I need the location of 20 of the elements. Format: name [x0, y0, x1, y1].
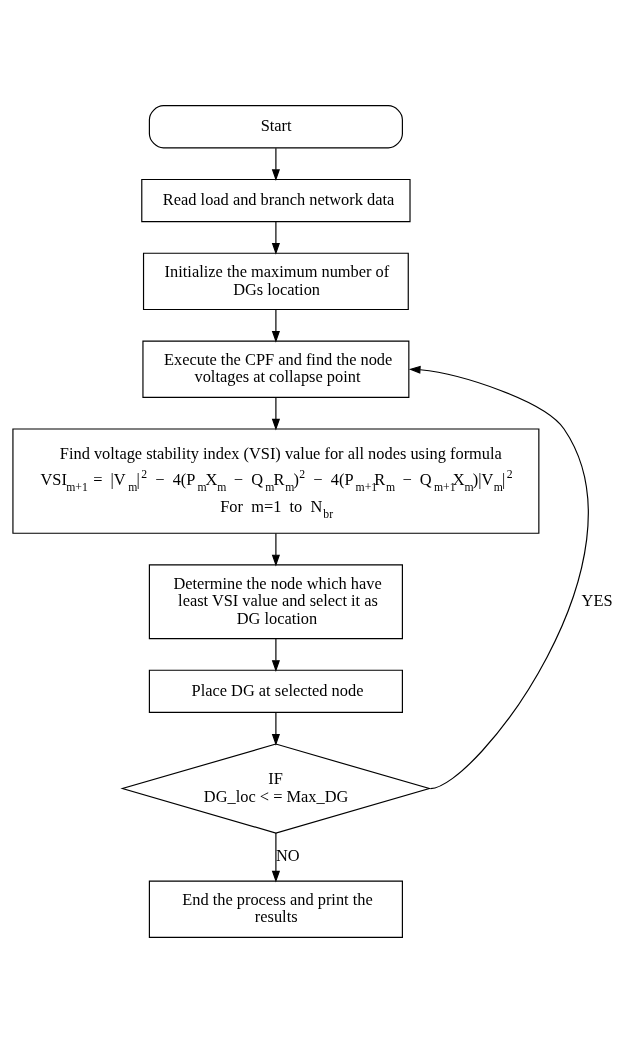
node-box: Execute the CPF and find the node voltages at collapse point: [142, 340, 410, 398]
arrow: [271, 832, 280, 883]
node-box: End the process and print the results: [148, 880, 403, 938]
arrow: [271, 147, 280, 181]
node-box: Determine the node which have least VSI value and select it as DG location: [148, 563, 403, 639]
node-box: Find voltage stability index (VSI) value for all nodes using formula VSI$_{m+1}$ = |V$_{m}$|$^{2}$ − 4(P$_{m}$X$_{m}$ − Q$_{m}$R$_{m}$)$^{2}$ − 4(P$_{m+1}$R$_{m}$ − Q$_{m+1}$X$_{m}$)|V$_{m}$|$^{2}$ For m=1 to N$_{br}$: [12, 427, 540, 534]
edge-label: NO: [275, 845, 300, 865]
node-box: Place DG at selected node: [148, 669, 403, 713]
arrow: [271, 396, 280, 431]
node-box: Initialize the maximum number of DGs location: [142, 252, 409, 310]
node-box: Read load and branch network data: [141, 178, 411, 222]
arrow: [271, 711, 280, 746]
arrow: [271, 308, 280, 343]
arrow: [271, 532, 280, 566]
node-diamond: IF DG_loc < = Max_DG: [120, 742, 432, 834]
arrow: [271, 220, 280, 255]
arrow: [271, 637, 280, 672]
edge-label: YES: [581, 590, 613, 610]
node-box: Start: [148, 104, 403, 148]
arrow: [408, 365, 589, 789]
